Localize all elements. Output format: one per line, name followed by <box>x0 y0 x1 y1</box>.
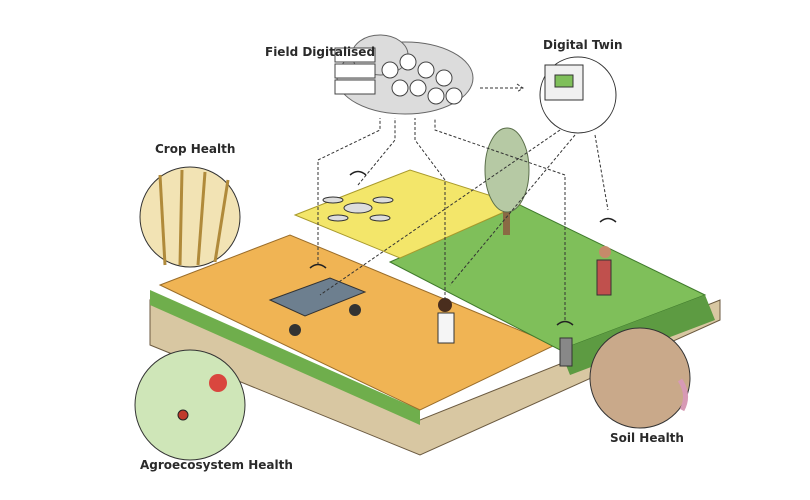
field-robot-solar-panel <box>268 277 367 317</box>
digital-twin-label: Digital Twin <box>543 38 623 52</box>
soil-health-label: Soil Health <box>610 431 684 445</box>
farmer-with-tablet <box>596 246 612 296</box>
field-digitalised-label: Field Digitalised <box>265 45 376 59</box>
ladybug-icon <box>177 409 189 421</box>
agroecosystem-health-label: Agroecosystem Health <box>140 458 293 472</box>
crop-health-illustration <box>139 166 241 268</box>
server-icon <box>334 47 376 95</box>
data-flow-lines <box>317 118 609 320</box>
poppy-flower <box>209 374 227 392</box>
agroecosystem-health-illustration <box>134 349 246 461</box>
wifi-icon <box>309 170 617 326</box>
crop-health-label: Crop Health <box>155 142 236 156</box>
hexagon-data-icons <box>381 53 463 105</box>
wheat-stalks <box>158 169 230 266</box>
arrow-to-digital-twin <box>480 83 524 93</box>
robot-wheel <box>289 324 301 336</box>
soil-sensor <box>559 337 573 367</box>
soil-health-illustration <box>589 327 691 429</box>
flower-border <box>150 290 420 425</box>
drone-icon <box>322 196 394 222</box>
farmer-figure <box>437 298 455 344</box>
earthworm-icon <box>677 378 688 412</box>
tree-trunk <box>503 195 510 235</box>
tree-crown <box>484 127 530 213</box>
robot-wheel <box>349 304 361 316</box>
yellow-field <box>293 169 522 259</box>
mini-field-model <box>554 74 574 88</box>
